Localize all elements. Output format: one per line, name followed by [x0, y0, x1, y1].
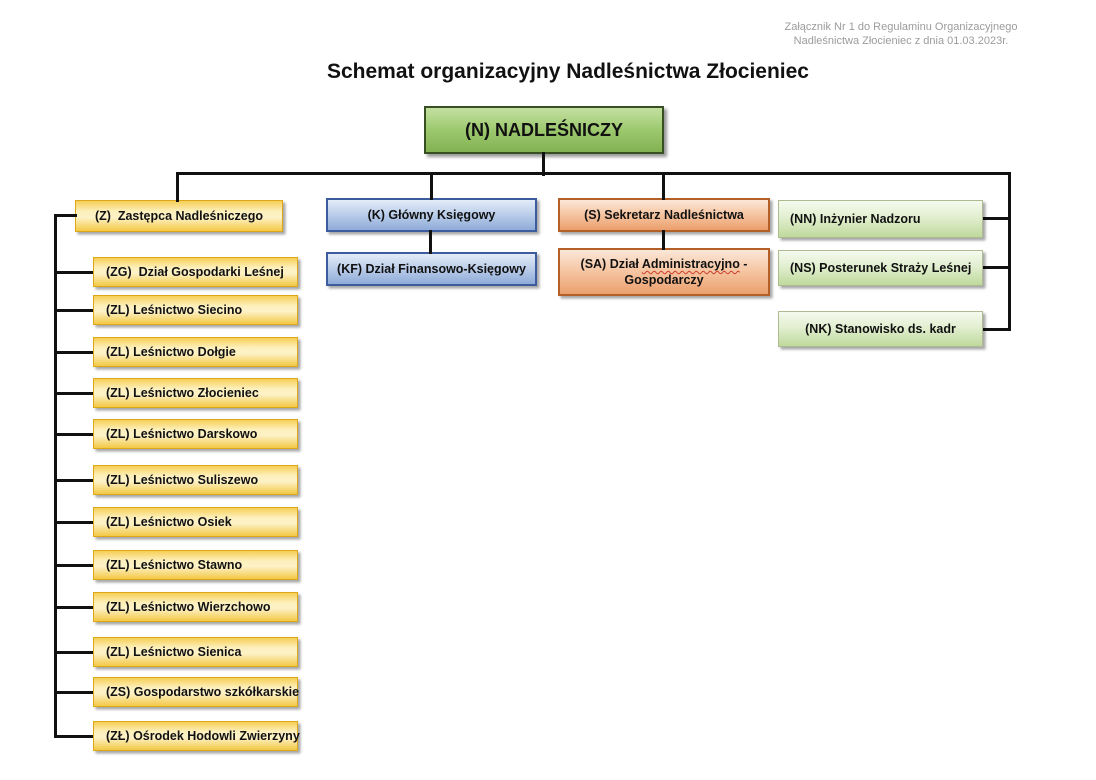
- sa-label-line2: Gospodarczy: [624, 273, 704, 287]
- org-node-sekretarz: (S) Sekretarz Nadleśnictwa: [558, 198, 770, 232]
- org-node-direct-report: (NS) Posterunek Straży Leśnej: [778, 250, 983, 286]
- org-node-dzial-administracyjno-gospodarczy: (SA) Dział Administracyjno - Gospodarczy: [558, 248, 770, 296]
- connector-line: [56, 606, 93, 609]
- connector-line: [56, 309, 93, 312]
- org-node-zastepca: (Z) Zastępca Nadleśniczego: [75, 200, 283, 232]
- connector-line: [542, 152, 545, 176]
- connector-line: [983, 266, 1010, 269]
- org-node-glowny-ksiegowy: (K) Główny Księgowy: [326, 198, 537, 232]
- connector-line: [56, 479, 93, 482]
- org-node-deputy-child: (ZL) Leśnictwo Wierzchowo: [93, 592, 298, 622]
- attachment-note: Załącznik Nr 1 do Regulaminu Organizacyj…: [756, 20, 1046, 48]
- org-node-deputy-child: (ZG) Dział Gospodarki Leśnej: [93, 257, 298, 287]
- connector-line: [56, 392, 93, 395]
- connector-line: [56, 351, 93, 354]
- org-node-deputy-child: (ZL) Leśnictwo Darskowo: [93, 419, 298, 449]
- org-node-deputy-child: (ZS) Gospodarstwo szkółkarskie: [93, 677, 299, 707]
- connector-line: [54, 214, 57, 738]
- connector-line: [56, 735, 93, 738]
- connector-line: [55, 214, 77, 217]
- connector-line: [56, 691, 93, 694]
- sa-label-part2: -: [739, 257, 748, 271]
- page-title: Schemat organizacyjny Nadleśnictwa Złoci…: [326, 60, 809, 83]
- attachment-note-line1: Załącznik Nr 1 do Regulaminu Organizacyj…: [784, 21, 1018, 33]
- org-node-direct-report: (NN) Inżynier Nadzoru: [778, 200, 983, 238]
- connector-line: [176, 172, 1011, 175]
- connector-line: [1008, 172, 1011, 331]
- org-node-nadlesniczy: (N) NADLEŚNICZY: [424, 106, 664, 154]
- connector-line: [56, 433, 93, 436]
- connector-line: [662, 230, 665, 250]
- connector-line: [56, 651, 93, 654]
- attachment-note-line2: Nadleśnictwa Złocieniec z dnia 01.03.202…: [793, 35, 1009, 47]
- org-node-deputy-child: (ZŁ) Ośrodek Hodowli Zwierzyny: [93, 721, 300, 751]
- sa-label-underlined: Administracyjno: [641, 257, 740, 271]
- connector-line: [983, 328, 1010, 331]
- connector-line: [56, 564, 93, 567]
- sa-label-line1: (SA) Dział Administracyjno -: [581, 256, 748, 272]
- connector-line: [56, 521, 93, 524]
- connector-line: [662, 172, 665, 200]
- connector-line: [176, 172, 179, 202]
- org-node-deputy-child: (ZL) Leśnictwo Stawno: [93, 550, 298, 580]
- connector-line: [429, 230, 432, 254]
- sa-label-part1: (SA) Dział: [580, 257, 642, 271]
- connector-line: [56, 271, 93, 274]
- connector-line: [430, 172, 433, 200]
- org-node-deputy-child: (ZL) Leśnictwo Złocieniec: [93, 378, 298, 408]
- org-node-deputy-child: (ZL) Leśnictwo Osiek: [93, 507, 298, 537]
- org-node-deputy-child: (ZL) Leśnictwo Siecino: [93, 295, 298, 325]
- org-node-direct-report: (NK) Stanowisko ds. kadr: [778, 311, 983, 347]
- org-node-deputy-child: (ZL) Leśnictwo Dołgie: [93, 337, 298, 367]
- org-node-deputy-child: (ZL) Leśnictwo Sienica: [93, 637, 298, 667]
- org-node-deputy-child: (ZL) Leśnictwo Suliszewo: [93, 465, 298, 495]
- connector-line: [983, 217, 1010, 220]
- org-node-dzial-finansowo-ksiegowy: (KF) Dział Finansowo-Księgowy: [326, 252, 537, 286]
